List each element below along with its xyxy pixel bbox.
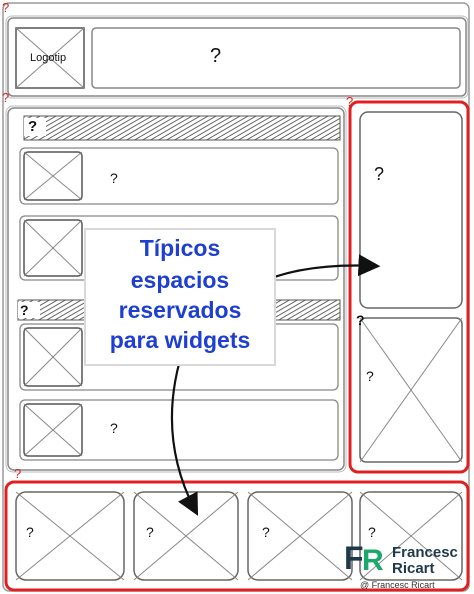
sidebar-widget-2-marker: ? xyxy=(356,312,365,328)
content-heading-placeholder: ? xyxy=(28,118,38,135)
footer-widget-1 xyxy=(15,491,125,581)
main-content-frame-sketch xyxy=(5,105,347,473)
brand-initial-r: R xyxy=(362,544,384,577)
callout-line-1: Típicos xyxy=(139,235,221,261)
corner-marker-main: ? xyxy=(2,90,10,105)
sidebar-highlight xyxy=(348,100,470,474)
section-heading-placeholder: ? xyxy=(20,302,29,318)
header-bar xyxy=(7,17,467,97)
brand-copyright: @ Francesc Ricart xyxy=(360,580,435,590)
brand-initial-f: F xyxy=(344,540,364,576)
sidebar-widget-2 xyxy=(359,317,463,463)
callout-line-3: reservados xyxy=(118,297,242,323)
sidebar-widget-1-placeholder: ? xyxy=(374,164,385,184)
logo-label: Logotip xyxy=(30,52,67,64)
callout-line-2: espacios xyxy=(130,267,230,293)
banner-area xyxy=(91,27,461,89)
footer-widget-4-placeholder: ? xyxy=(368,524,376,540)
arrow-to-footer xyxy=(170,359,199,516)
footer-widget-2-placeholder: ? xyxy=(146,524,154,540)
corner-marker-header: ? xyxy=(2,0,10,15)
content-heading-bar xyxy=(23,115,341,141)
brand-name-line2: Ricart xyxy=(392,560,435,577)
logo-placeholder[interactable] xyxy=(15,27,85,89)
banner-placeholder: ? xyxy=(210,45,222,67)
footer-widget-4 xyxy=(359,491,463,581)
footer-highlight xyxy=(4,480,470,592)
footer-widget-3-placeholder: ? xyxy=(262,524,270,540)
sidebar-widget-1 xyxy=(359,111,463,309)
corner-marker-sidebar: ? xyxy=(346,94,354,109)
article-row-4 xyxy=(19,399,339,461)
section-heading-label-bg xyxy=(18,302,40,318)
article-row-2 xyxy=(19,215,339,281)
widget-callout: Típicos espacios reservados para widgets xyxy=(84,228,276,366)
article-1-placeholder: ? xyxy=(110,170,118,186)
article-4-placeholder: ? xyxy=(110,420,118,436)
main-content-frame xyxy=(7,107,345,471)
content-heading-label-bg xyxy=(24,118,46,136)
footer-widget-3 xyxy=(247,491,353,581)
sidebar-widget-2-placeholder: ? xyxy=(366,368,374,384)
brand-logo: F R Francesc Ricart @ Francesc Ricart xyxy=(342,540,470,592)
corner-marker-footer: ? xyxy=(14,466,22,481)
callout-line-4: para widgets xyxy=(109,327,251,353)
brand-name-line1: Francesc xyxy=(392,544,458,561)
header-bar-sketch xyxy=(5,15,469,99)
article-row-1 xyxy=(19,147,339,205)
footer-widget-1-placeholder: ? xyxy=(26,524,34,540)
